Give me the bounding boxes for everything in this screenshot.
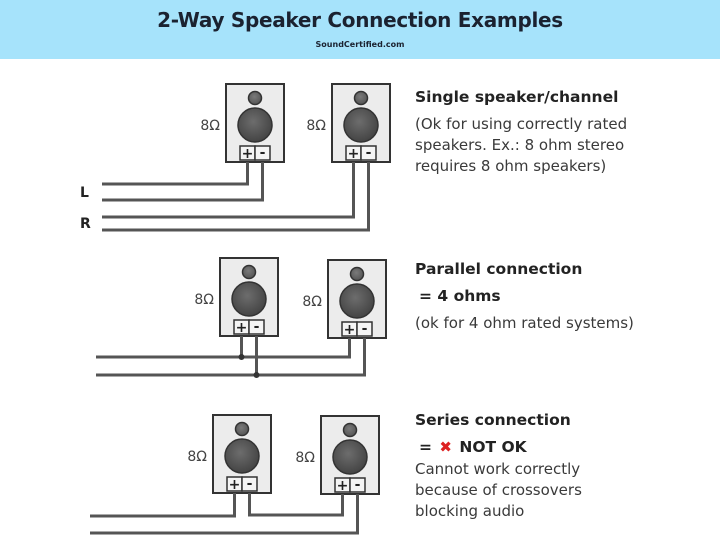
- minus-terminal: [248, 319, 265, 335]
- woofer-icon: [343, 107, 379, 143]
- impedance-label: 8Ω: [187, 449, 207, 465]
- impedance-label: 8Ω: [306, 118, 326, 134]
- wire-series-link: [248, 493, 344, 517]
- woofer-icon: [224, 438, 260, 474]
- header-banner: 2-Way Speaker Connection Examples SoundC…: [0, 0, 720, 59]
- minus-terminal: [349, 477, 366, 493]
- series-result-prefix: =: [419, 438, 432, 456]
- minus-terminal: [241, 476, 258, 492]
- minus-terminal: [254, 145, 271, 161]
- wire-series-minus: [90, 494, 359, 535]
- wire-series-plus: [90, 493, 236, 518]
- parallel-description: (ok for 4 ohm rated systems): [415, 314, 634, 332]
- tweeter-icon: [241, 264, 257, 280]
- impedance-label: 8Ω: [295, 450, 315, 466]
- wire-right-plus: [102, 162, 355, 219]
- speaker: +-: [320, 415, 380, 495]
- impedance-label: 8Ω: [200, 118, 220, 134]
- tweeter-icon: [353, 90, 369, 106]
- diagram-title: 2-Way Speaker Connection Examples: [157, 8, 563, 32]
- parallel-result: = 4 ohms: [419, 287, 501, 305]
- speaker: +-: [331, 83, 391, 163]
- woofer-icon: [332, 439, 368, 475]
- junction-dot: [238, 354, 245, 360]
- plus-label: +: [236, 320, 248, 336]
- speaker: +-: [327, 259, 387, 339]
- tweeter-icon: [349, 266, 365, 282]
- minus-label: -: [366, 145, 372, 161]
- plus-label: +: [337, 478, 349, 494]
- red-x-icon: ✖: [439, 438, 452, 456]
- impedance-label: 8Ω: [302, 294, 322, 310]
- minus-label: -: [362, 321, 368, 337]
- minus-terminal: [356, 321, 373, 337]
- wire-parallel-minus: [96, 338, 366, 377]
- tweeter-icon: [247, 90, 263, 106]
- speaker: +-: [225, 83, 285, 163]
- series-result-text: NOT OK: [459, 438, 527, 456]
- wire-right-minus: [102, 162, 370, 232]
- plus-label: +: [242, 146, 254, 162]
- woofer-icon: [237, 107, 273, 143]
- series-result: = ✖ NOT OK: [419, 437, 527, 458]
- source-credit: SoundCertified.com: [315, 40, 405, 49]
- wire-left-plus: [102, 162, 249, 186]
- plus-label: +: [348, 146, 360, 162]
- speaker: +-: [212, 414, 272, 494]
- wire-parallel-plus: [96, 338, 351, 359]
- tweeter-icon: [234, 421, 250, 437]
- minus-label: -: [260, 145, 266, 161]
- parallel-heading: Parallel connection: [415, 260, 583, 278]
- plus-label: +: [229, 477, 241, 493]
- junction-dot: [253, 372, 260, 378]
- woofer-icon: [339, 283, 375, 319]
- speaker: +-: [219, 257, 279, 337]
- minus-terminal: [360, 145, 377, 161]
- series-heading: Series connection: [415, 411, 571, 429]
- single-speaker-heading: Single speaker/channel: [415, 88, 619, 106]
- tweeter-icon: [342, 422, 358, 438]
- channel-label-right: R: [80, 216, 91, 232]
- wire-left-minus: [102, 162, 264, 202]
- impedance-label: 8Ω: [194, 292, 214, 308]
- single-speaker-description: (Ok for using correctly rated speakers. …: [415, 115, 628, 175]
- minus-label: -: [247, 476, 253, 492]
- plus-label: +: [344, 322, 356, 338]
- channel-label-left: L: [80, 185, 89, 201]
- woofer-icon: [231, 281, 267, 317]
- series-description: Cannot work correctly because of crossov…: [415, 460, 582, 520]
- minus-label: -: [355, 477, 361, 493]
- minus-label: -: [254, 319, 260, 335]
